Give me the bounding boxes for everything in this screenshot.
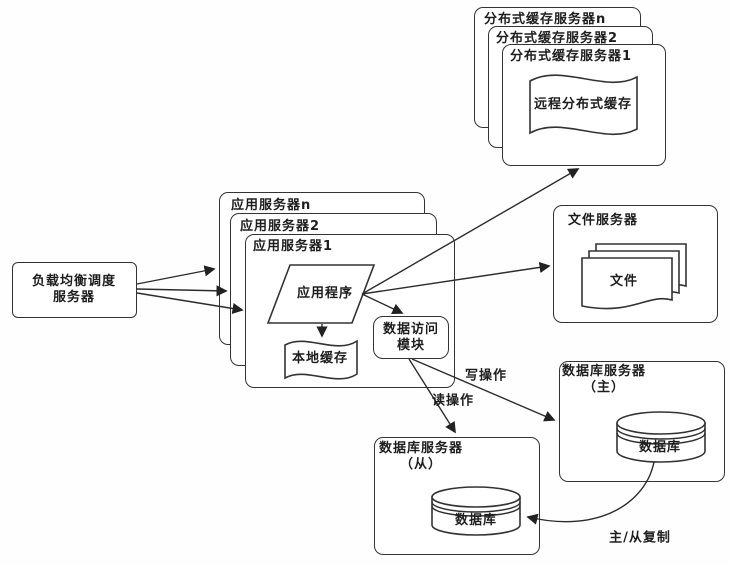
data-access-module-label: 数据访问 模块 bbox=[382, 322, 440, 353]
app-server-2-label: 应用服务器2 bbox=[240, 219, 321, 234]
remote-cache-label: 远程分布式缓存 bbox=[533, 97, 633, 112]
write-operation-label: 写操作 bbox=[464, 368, 508, 384]
replication-label: 主/从复制 bbox=[609, 530, 671, 546]
cache-server-1-label: 分布式缓存服务器1 bbox=[510, 49, 633, 64]
db-slave-label: 数据库服务器 （从） bbox=[378, 441, 464, 472]
db-master-db-label: 数据库 bbox=[638, 440, 682, 455]
app-program-label: 应用程序 bbox=[296, 286, 354, 301]
file-server-label: 文件服务器 bbox=[568, 213, 639, 228]
data-access-module-box bbox=[373, 316, 449, 359]
db-slave-db-label: 数据库 bbox=[454, 513, 498, 528]
file-label: 文件 bbox=[609, 274, 639, 289]
load-balancer-label: 负载均衡调度 服务器 bbox=[31, 274, 117, 305]
local-cache-label: 本地缓存 bbox=[291, 351, 349, 366]
edge-lb-to-app-n bbox=[136, 265, 216, 285]
db-master-label: 数据库服务器 （主） bbox=[561, 364, 647, 395]
cache-server-n-label: 分布式缓存服务器n bbox=[484, 12, 607, 27]
app-server-1-box bbox=[245, 234, 455, 388]
cache-server-2-label: 分布式缓存服务器2 bbox=[496, 31, 619, 46]
app-server-n-label: 应用服务器n bbox=[231, 198, 312, 213]
read-operation-label: 读操作 bbox=[431, 393, 475, 409]
app-server-1-label: 应用服务器1 bbox=[253, 239, 334, 254]
load-balancer-box bbox=[12, 262, 137, 318]
edge-lb-to-app-2 bbox=[136, 285, 228, 297]
